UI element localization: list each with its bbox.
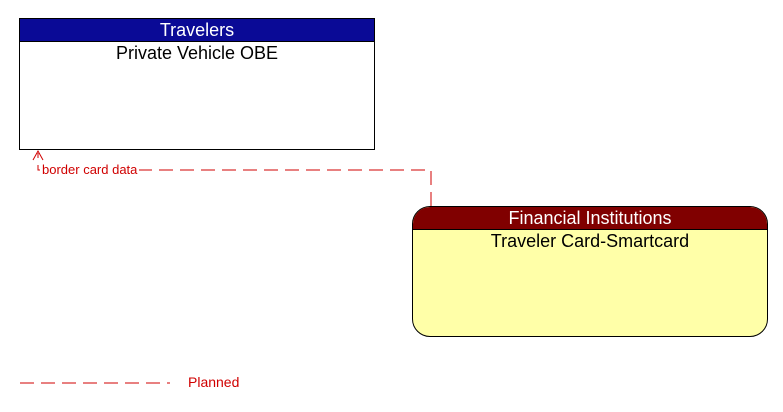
border-card-data-flow-line[interactable] bbox=[37, 153, 432, 206]
border-card-data-arrowhead bbox=[32, 149, 44, 161]
financial-institutions-title: Traveler Card-Smartcard bbox=[490, 231, 690, 251]
financial-institutions-box[interactable]: Financial Institutions Traveler Card-Sma… bbox=[412, 206, 768, 337]
travelers-box[interactable]: Travelers Private Vehicle OBE bbox=[19, 18, 375, 150]
travelers-header: Travelers bbox=[20, 19, 374, 42]
border-card-data-label[interactable]: border card data bbox=[40, 162, 140, 177]
financial-institutions-header: Financial Institutions bbox=[413, 207, 767, 230]
travelers-title: Private Vehicle OBE bbox=[115, 43, 279, 63]
legend-planned-label: Planned bbox=[188, 374, 240, 390]
